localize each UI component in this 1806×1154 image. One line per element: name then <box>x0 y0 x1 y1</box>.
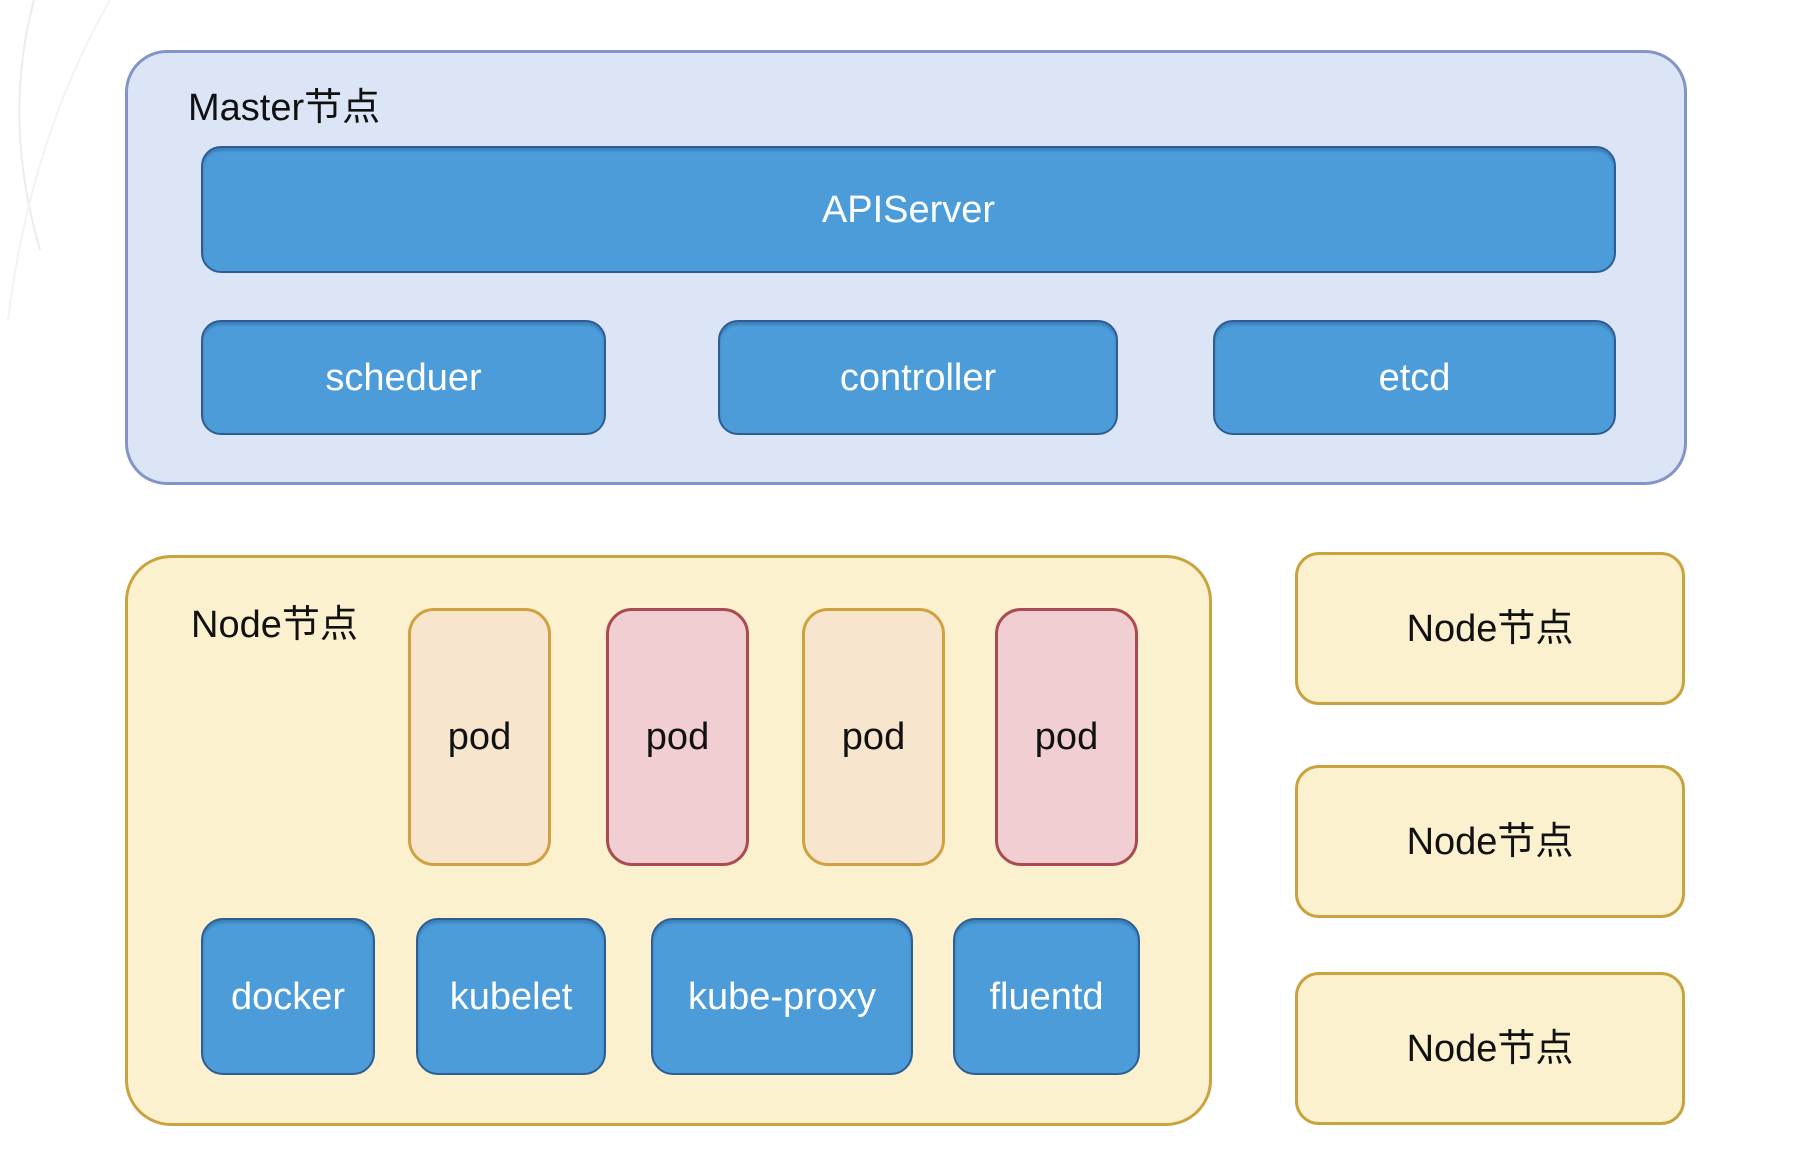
node-box-label: Node节点 <box>1406 1027 1574 1070</box>
background-curve <box>7 0 111 320</box>
pod-box: pod <box>408 608 551 866</box>
pod-label: pod <box>645 716 710 758</box>
kube-proxy-box: kube-proxy <box>651 918 913 1075</box>
pod-label: pod <box>841 716 906 758</box>
docker-label: docker <box>230 975 346 1018</box>
etcd-label: etcd <box>1378 356 1451 399</box>
fluentd-box: fluentd <box>953 918 1140 1075</box>
master-node-container: Master节点 APIServer scheduer controller e… <box>125 50 1687 485</box>
etcd-box: etcd <box>1213 320 1616 435</box>
pod-box: pod <box>802 608 945 866</box>
node-box: Node节点 <box>1295 552 1685 705</box>
kubelet-box: kubelet <box>416 918 606 1075</box>
apiserver-box: APIServer <box>201 146 1616 273</box>
node-title: Node节点 <box>191 604 358 646</box>
master-node-title: Master节点 <box>188 87 381 129</box>
node-box: Node节点 <box>1295 972 1685 1125</box>
pod-label: pod <box>447 716 512 758</box>
node-box-label: Node节点 <box>1406 820 1574 863</box>
scheduler-label: scheduer <box>325 356 482 399</box>
kubelet-label: kubelet <box>449 975 573 1018</box>
apiserver-label: APIServer <box>821 188 996 231</box>
pod-label: pod <box>1034 716 1099 758</box>
pod-box: pod <box>606 608 749 866</box>
node-box: Node节点 <box>1295 765 1685 918</box>
controller-label: controller <box>839 356 997 399</box>
scheduler-box: scheduer <box>201 320 606 435</box>
node-box-label: Node节点 <box>1406 607 1574 650</box>
docker-box: docker <box>201 918 375 1075</box>
kube-proxy-label: kube-proxy <box>688 975 876 1018</box>
controller-box: controller <box>718 320 1118 435</box>
pod-box: pod <box>995 608 1138 866</box>
node-container: Node节点 pod pod pod pod docker kubelet ku… <box>125 555 1212 1126</box>
fluentd-label: fluentd <box>989 975 1104 1018</box>
